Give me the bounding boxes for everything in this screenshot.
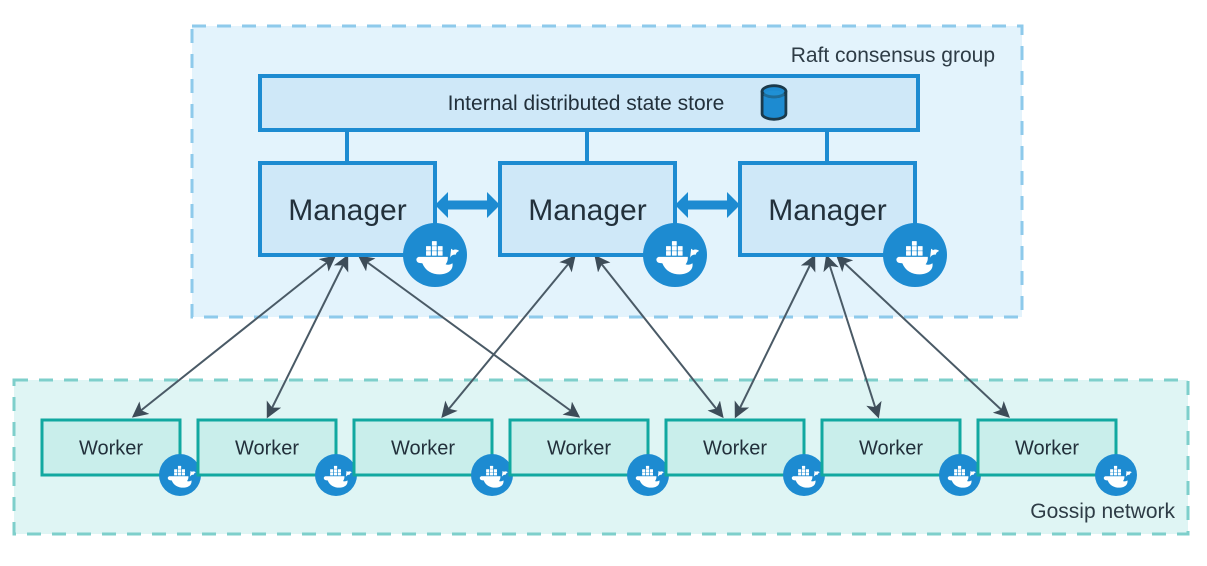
docker-whale-icon bbox=[159, 454, 201, 496]
docker-whale-icon bbox=[627, 454, 669, 496]
worker-box[interactable] bbox=[976, 418, 1118, 477]
docker-whale-icon bbox=[471, 454, 513, 496]
peer-link-arrowhead-left bbox=[675, 192, 688, 218]
docker-whale-icon bbox=[939, 454, 981, 496]
worker-label: Worker bbox=[1015, 438, 1079, 460]
peer-link-shaft bbox=[448, 200, 487, 210]
docker-whale-icon bbox=[315, 454, 357, 496]
manager-3-worker-5 bbox=[734, 254, 816, 419]
peer-link-shaft bbox=[688, 200, 727, 210]
worker-box[interactable] bbox=[820, 418, 962, 477]
worker-node-3[interactable]: Worker bbox=[352, 418, 513, 496]
worker-node-4[interactable]: Worker bbox=[508, 418, 669, 496]
database-cylinder-icon bbox=[760, 84, 788, 121]
worker-node-7[interactable]: Worker bbox=[976, 418, 1137, 496]
manager-box[interactable] bbox=[738, 161, 917, 257]
worker-label: Worker bbox=[703, 438, 767, 460]
worker-label: Worker bbox=[391, 438, 455, 460]
workers-layer: Worker Worker Worker Worker Worker Worker Work… bbox=[40, 418, 1137, 496]
manager-3-worker-7 bbox=[836, 255, 1010, 418]
manager-2-worker-3 bbox=[441, 254, 576, 419]
docker-whale-icon bbox=[403, 223, 467, 287]
worker-box[interactable] bbox=[40, 418, 182, 477]
state-store-label: Internal distributed state store bbox=[448, 92, 725, 115]
worker-label: Worker bbox=[235, 438, 299, 460]
manager-2-worker-5 bbox=[594, 254, 724, 419]
worker-box[interactable] bbox=[196, 418, 338, 477]
manager-box[interactable] bbox=[258, 161, 437, 257]
worker-box[interactable] bbox=[664, 418, 806, 477]
worker-box[interactable] bbox=[352, 418, 494, 477]
manager-1-to-manager-2 bbox=[435, 192, 500, 218]
managers-layer: Manager Manager Manager bbox=[258, 161, 947, 287]
docker-whale-icon bbox=[643, 223, 707, 287]
manager-node-3[interactable]: Manager bbox=[738, 161, 947, 287]
raft-group-label: Raft consensus group bbox=[791, 44, 995, 67]
docker-whale-icon bbox=[1095, 454, 1137, 496]
gossip-group-label: Gossip network bbox=[1030, 500, 1175, 523]
manager-1-worker-2 bbox=[266, 254, 349, 419]
worker-node-2[interactable]: Worker bbox=[196, 418, 357, 496]
docker-whale-icon bbox=[783, 454, 825, 496]
worker-label: Worker bbox=[547, 438, 611, 460]
manager-worker-link-layer bbox=[131, 254, 1010, 419]
store-connector-layer bbox=[345, 130, 829, 163]
peer-link-arrowhead-left bbox=[435, 192, 448, 218]
worker-label: Worker bbox=[859, 438, 923, 460]
peer-link-arrowhead-right bbox=[487, 192, 500, 218]
peer-link-arrowhead-right bbox=[727, 192, 740, 218]
worker-node-1[interactable]: Worker bbox=[40, 418, 201, 496]
manager-2-to-manager-3 bbox=[675, 192, 740, 218]
worker-node-5[interactable]: Worker bbox=[664, 418, 825, 496]
internal-state-store-node[interactable]: Internal distributed state store bbox=[258, 74, 920, 132]
manager-box[interactable] bbox=[498, 161, 677, 257]
manager-node-1[interactable]: Manager bbox=[258, 161, 467, 287]
state-store-box[interactable] bbox=[258, 74, 920, 132]
manager-peer-link-layer bbox=[435, 192, 740, 218]
worker-node-6[interactable]: Worker bbox=[820, 418, 981, 496]
manager-label: Manager bbox=[528, 194, 646, 227]
worker-label: Worker bbox=[79, 438, 143, 460]
manager-label: Manager bbox=[768, 194, 886, 227]
docker-whale-icon bbox=[883, 223, 947, 287]
worker-box[interactable] bbox=[508, 418, 650, 477]
manager-node-2[interactable]: Manager bbox=[498, 161, 707, 287]
manager-label: Manager bbox=[288, 194, 406, 227]
